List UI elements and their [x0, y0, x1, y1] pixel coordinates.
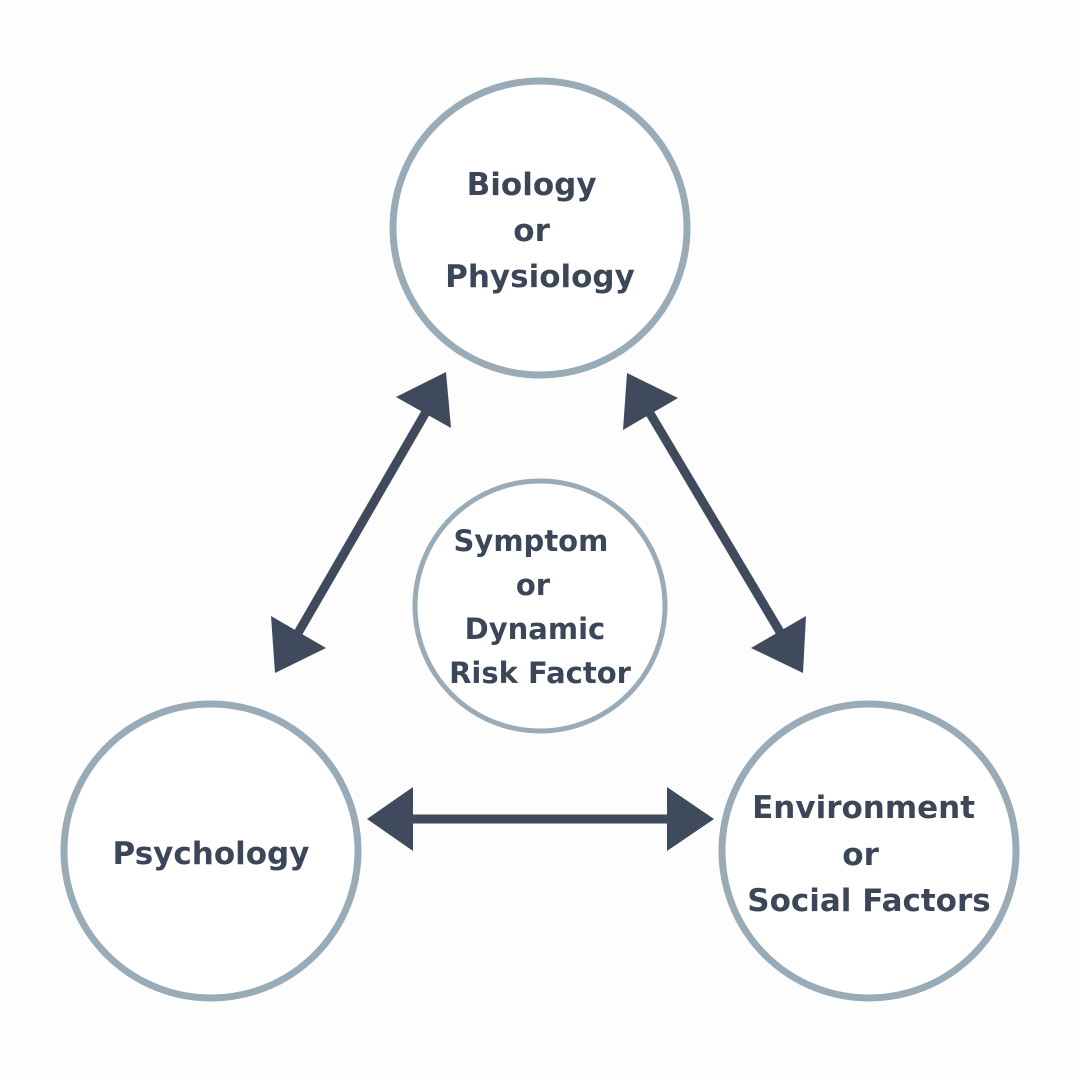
node-center-circle [412, 478, 668, 734]
arrow-psychology-environment [367, 787, 714, 851]
arrow-psychology-environment-head-right [667, 787, 714, 851]
node-environment-circle [718, 700, 1020, 1002]
node-biology-line-1: Biology [467, 167, 597, 203]
node-psychology-label: Psychology [113, 836, 310, 872]
arrow-biology-psychology-shaft [290, 402, 434, 643]
node-biology-line-3: Physiology [445, 259, 635, 295]
arrow-biology-psychology-head-top [396, 372, 451, 428]
node-center-line-2: or [516, 568, 551, 602]
node-center-line-4: Risk Factor [449, 656, 632, 690]
node-biology-label: Biology or Physiology [445, 167, 635, 295]
node-environment-line-3: Social Factors [747, 883, 990, 919]
node-environment-line-1: Environment [752, 790, 975, 826]
node-psychology-line-1: Psychology [113, 836, 310, 872]
node-environment-label: Environment or Social Factors [747, 790, 990, 919]
node-center-line-3: Dynamic [465, 612, 606, 646]
arrow-biology-environment-head-bottom [751, 616, 806, 673]
arrow-biology-psychology [271, 372, 451, 673]
node-biology: Biology or Physiology [389, 77, 691, 379]
node-psychology: Psychology [60, 700, 362, 1002]
arrow-psychology-environment-head-left [367, 787, 413, 851]
node-psychology-circle [60, 700, 362, 1002]
node-environment-line-2: or [842, 837, 879, 873]
node-environment: Environment or Social Factors [718, 700, 1020, 1002]
node-center: Symptom or Dynamic Risk Factor [412, 478, 668, 734]
arrow-biology-environment [623, 373, 806, 673]
node-center-label: Symptom or Dynamic Risk Factor [449, 524, 632, 690]
node-center-line-1: Symptom [454, 524, 609, 558]
arrow-biology-environment-shaft [641, 402, 790, 645]
node-biology-line-2: or [513, 213, 550, 249]
arrow-biology-psychology-head-bottom [271, 616, 326, 673]
node-biology-circle [389, 77, 691, 379]
arrow-biology-environment-head-top [623, 373, 678, 430]
